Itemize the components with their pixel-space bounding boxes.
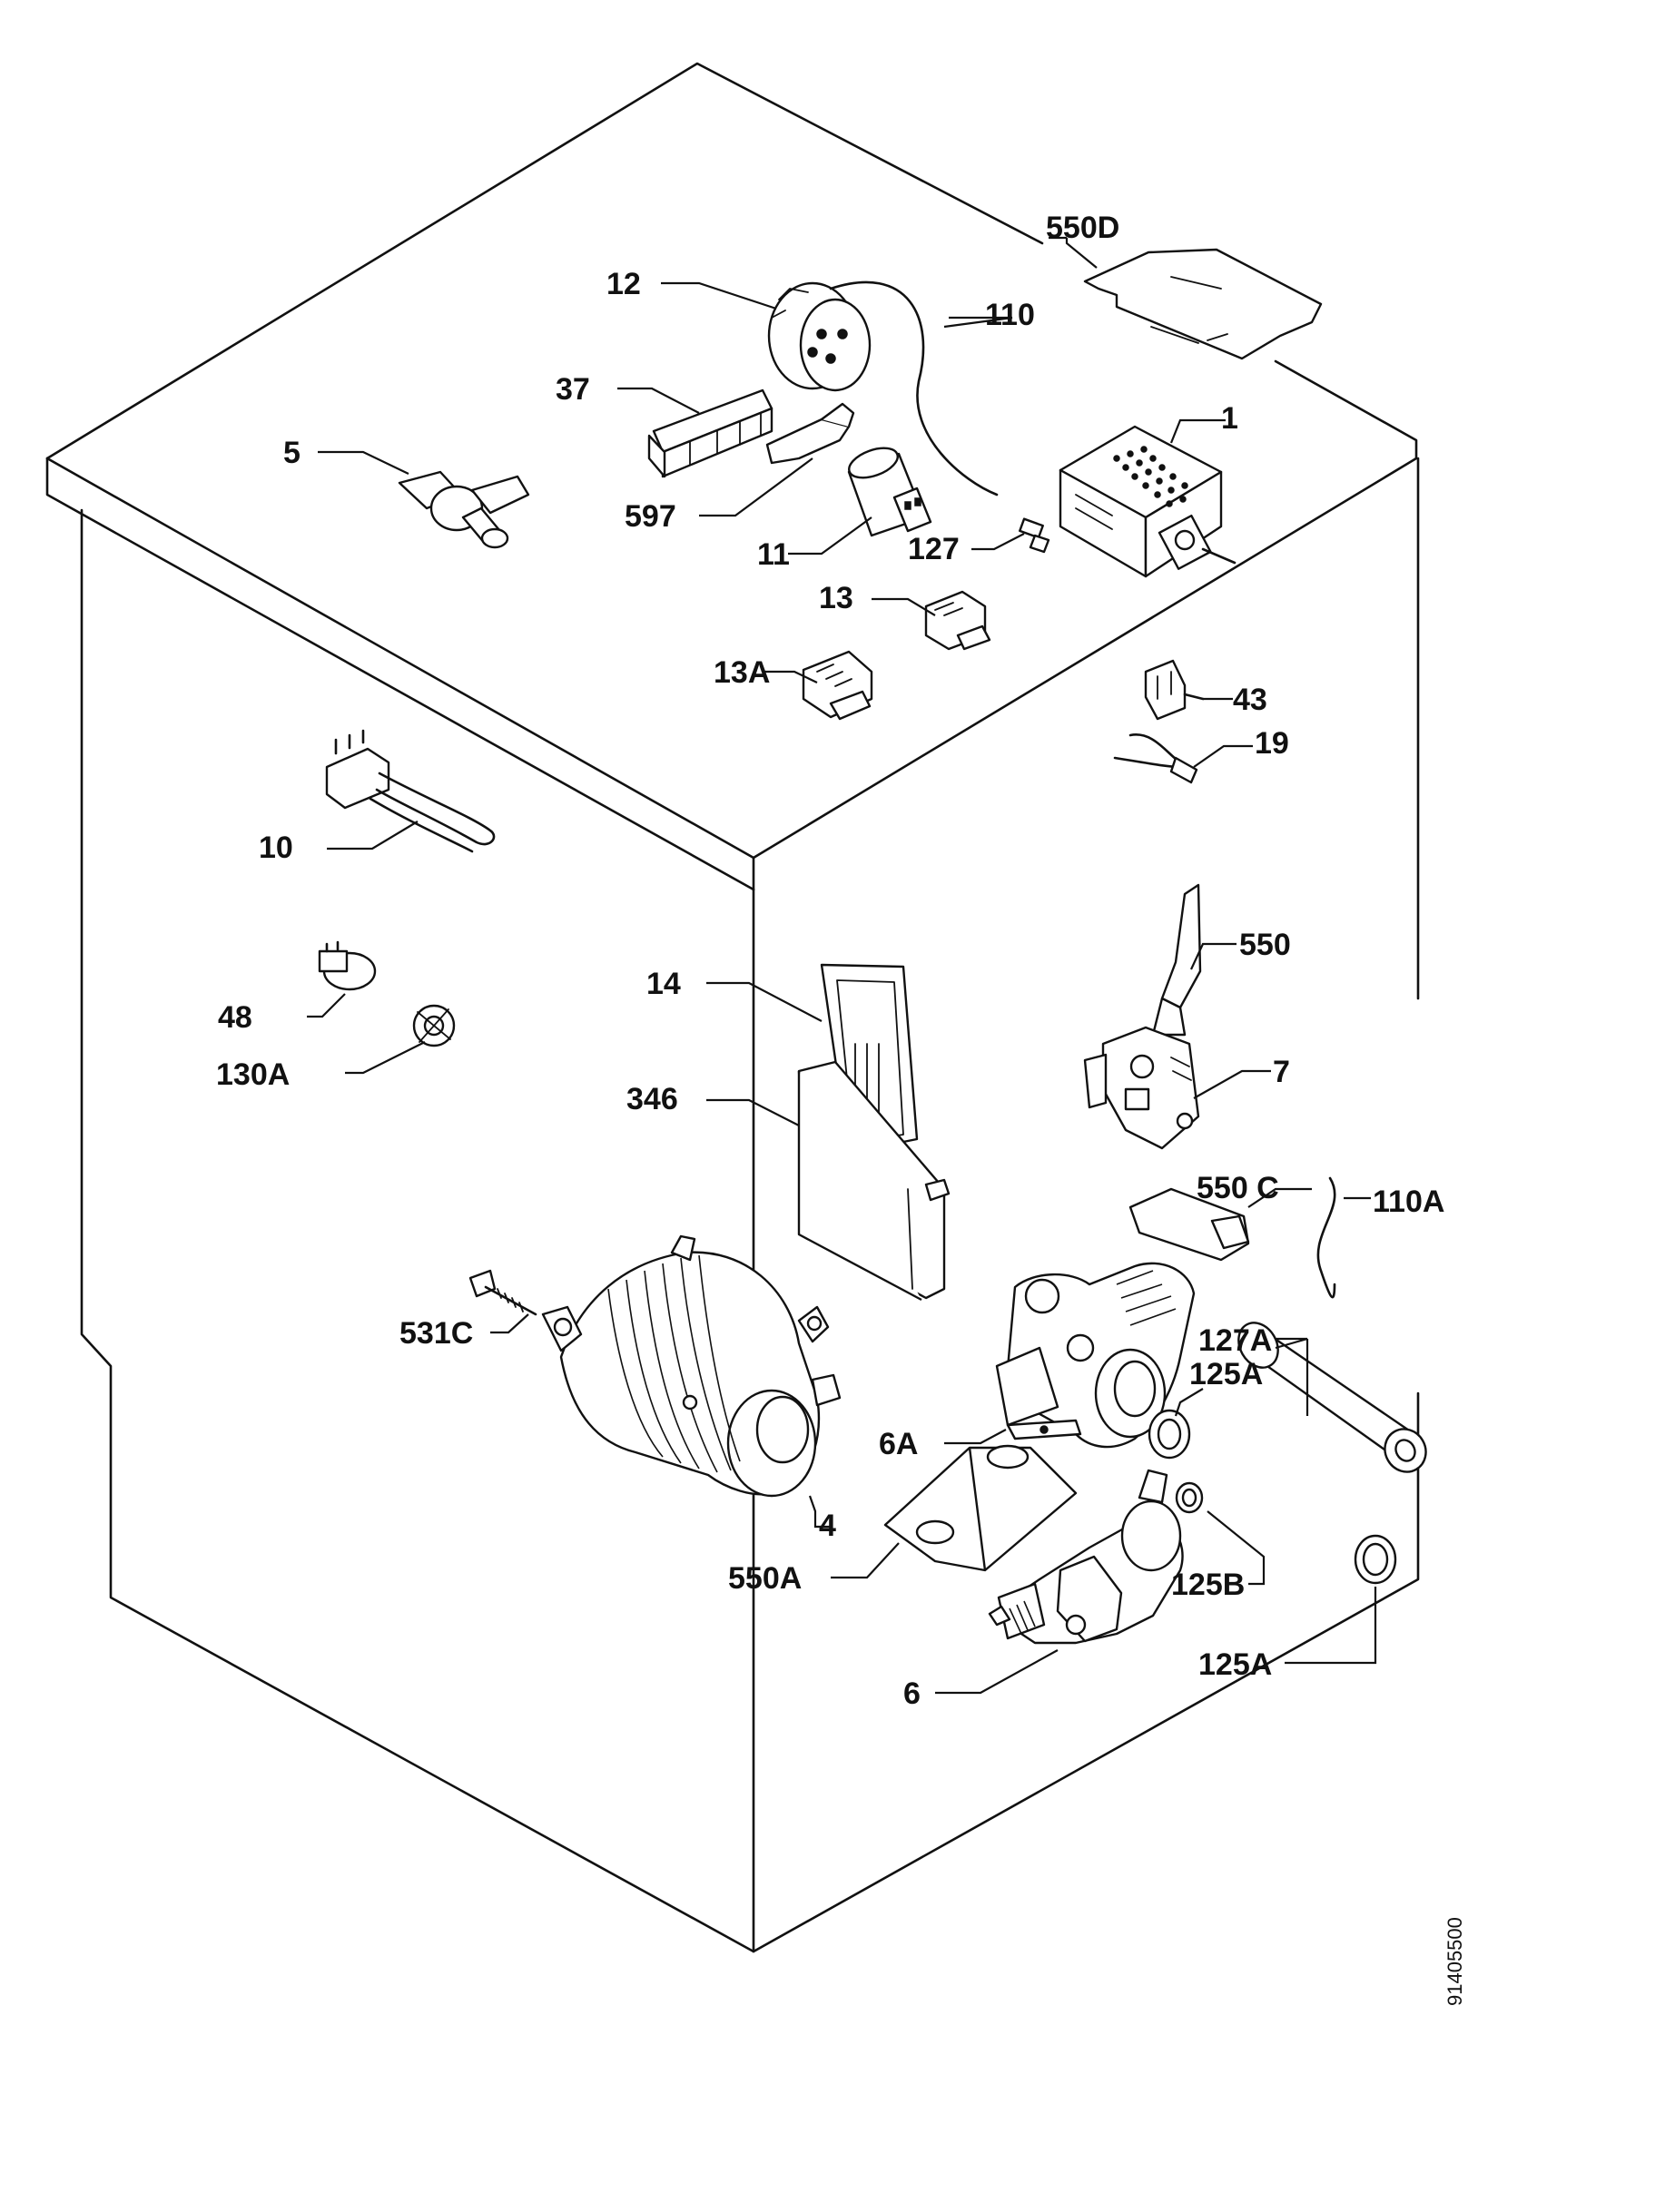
label-6a: 6A	[879, 1427, 918, 1461]
part-48-switch	[318, 940, 377, 991]
label-550: 550	[1239, 928, 1291, 962]
label-110: 110	[985, 298, 1035, 332]
label-6: 6	[903, 1676, 921, 1711]
label-127: 127	[908, 532, 960, 566]
part-130a-nut	[412, 1004, 456, 1047]
part-19-sensor	[1113, 733, 1198, 784]
part-7-lock	[1083, 1026, 1200, 1150]
label-550c: 550 C	[1197, 1171, 1279, 1205]
label-127a: 127A	[1198, 1323, 1272, 1358]
label-346: 346	[626, 1082, 678, 1116]
label-12: 12	[606, 267, 641, 301]
label-125b: 125B	[1171, 1568, 1245, 1602]
part-5-inlet-valve	[398, 470, 530, 549]
part-550c-cover	[1128, 1187, 1250, 1262]
label-37: 37	[556, 372, 590, 407]
part-125a-gasket-top	[1148, 1409, 1191, 1460]
label-10: 10	[259, 831, 293, 865]
part-550-hose	[1151, 883, 1202, 1037]
label-14: 14	[646, 967, 681, 1001]
part-346-holder	[797, 1060, 951, 1302]
label-4: 4	[819, 1509, 836, 1543]
label-13: 13	[819, 581, 853, 615]
part-127-connector	[1019, 517, 1050, 554]
label-550a: 550A	[728, 1561, 802, 1596]
part-13a-connector	[802, 650, 873, 721]
label-5: 5	[283, 436, 301, 470]
part-13-connector	[924, 590, 991, 651]
part-1-timer	[1059, 425, 1237, 578]
label-19: 19	[1255, 726, 1289, 761]
part-43-thermostat	[1144, 659, 1205, 721]
part-labels: 12 110 550D 1 37 5 597 11 127 13 13A 43 …	[216, 211, 1444, 1711]
label-125a-top: 125A	[1189, 1357, 1263, 1391]
drawing-number: 91405500	[1443, 1917, 1466, 2006]
part-597-bracket	[765, 402, 855, 465]
part-110a-hose	[1316, 1176, 1336, 1299]
part-37-terminal-block	[647, 388, 773, 478]
label-11: 11	[757, 537, 790, 572]
label-43: 43	[1233, 683, 1267, 717]
part-110-hose	[829, 280, 999, 496]
label-597: 597	[625, 499, 676, 534]
part-6-drain-pump	[988, 1469, 1184, 1645]
part-125a-gasket-bottom	[1354, 1534, 1397, 1585]
label-125a-bottom: 125A	[1198, 1647, 1272, 1682]
part-6a-pump-body	[995, 1262, 1196, 1449]
label-1: 1	[1221, 401, 1238, 436]
part-11-capacitor	[847, 447, 932, 537]
label-130a: 130A	[216, 1057, 290, 1092]
part-4-motor	[541, 1234, 842, 1498]
part-10-heating-element	[325, 729, 496, 853]
label-550d: 550D	[1046, 211, 1119, 245]
part-125b-gasket	[1175, 1481, 1204, 1514]
label-13a: 13A	[714, 655, 770, 690]
part-531c-screw	[468, 1269, 537, 1316]
part-12-pressure-switch	[767, 281, 872, 392]
part-550a-pump-cover	[883, 1444, 1078, 1572]
part-127a-hose	[1237, 1322, 1427, 1473]
label-7: 7	[1273, 1055, 1290, 1089]
label-110a: 110A	[1373, 1185, 1444, 1219]
leader-lines	[307, 236, 1377, 1695]
label-531c: 531C	[399, 1316, 473, 1351]
label-48: 48	[218, 1000, 252, 1035]
part-550d-cover-plate	[1083, 248, 1323, 360]
